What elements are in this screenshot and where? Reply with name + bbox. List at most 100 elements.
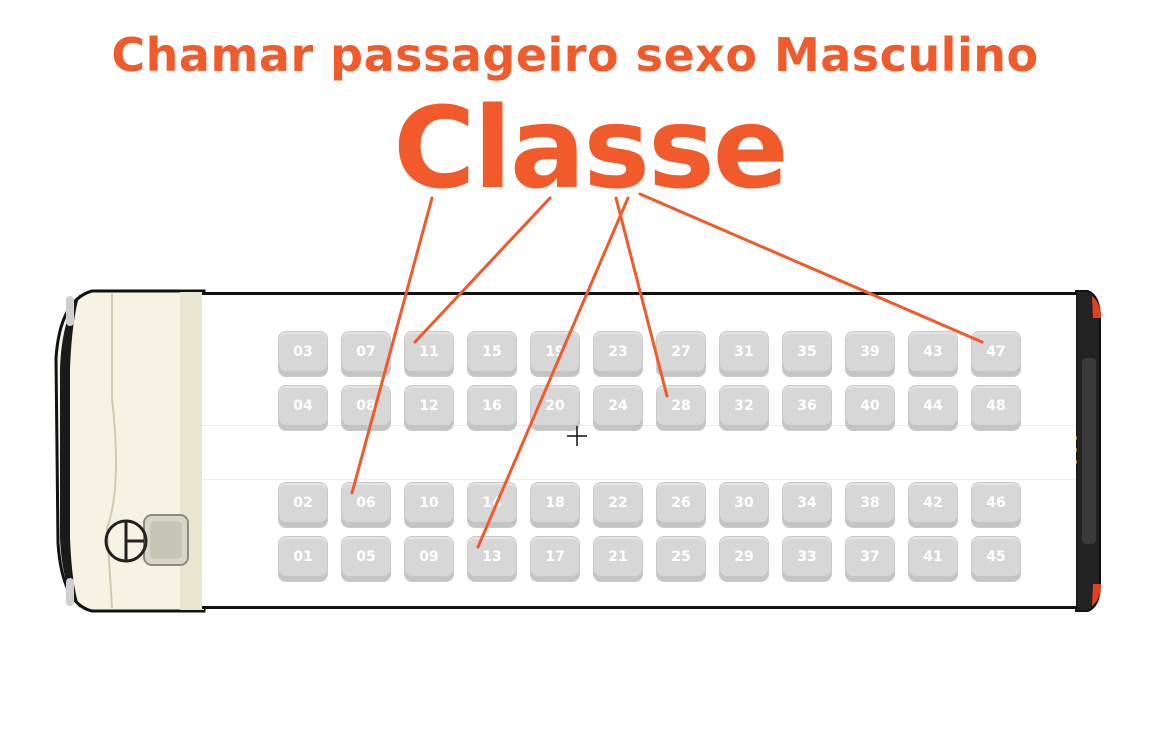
- seat-03[interactable]: 03: [278, 331, 328, 377]
- seat-number: 43: [923, 344, 943, 360]
- seat-44[interactable]: 44: [908, 385, 958, 431]
- seat-number: 47: [986, 344, 1006, 360]
- seat-11[interactable]: 11: [404, 331, 454, 377]
- bus-body: [54, 289, 1101, 613]
- seat-number: 18: [545, 495, 565, 511]
- seat-number: 27: [671, 344, 691, 360]
- steering-wheel-icon: [104, 514, 189, 566]
- seat-37[interactable]: 37: [845, 536, 895, 582]
- seat-13[interactable]: 13: [467, 536, 517, 582]
- seat-23[interactable]: 23: [593, 331, 643, 377]
- seat-25[interactable]: 25: [656, 536, 706, 582]
- seat-number: 31: [734, 344, 754, 360]
- seat-24[interactable]: 24: [593, 385, 643, 431]
- seat-33[interactable]: 33: [782, 536, 832, 582]
- seat-34[interactable]: 34: [782, 482, 832, 528]
- seat-number: 37: [860, 549, 880, 565]
- seat-45[interactable]: 45: [971, 536, 1021, 582]
- seat-28[interactable]: 28: [656, 385, 706, 431]
- seat-number: 22: [608, 495, 628, 511]
- seat-16[interactable]: 16: [467, 385, 517, 431]
- seat-number: 35: [797, 344, 817, 360]
- seat-number: 38: [860, 495, 880, 511]
- seat-30[interactable]: 30: [719, 482, 769, 528]
- seat-15[interactable]: 15: [467, 331, 517, 377]
- seat-26[interactable]: 26: [656, 482, 706, 528]
- seat-number: 33: [797, 549, 817, 565]
- seat-number: 39: [860, 344, 880, 360]
- seat-46[interactable]: 46: [971, 482, 1021, 528]
- page-title: Chamar passageiro sexo Masculino: [111, 28, 1039, 82]
- seat-number: 48: [986, 398, 1006, 414]
- class-heading: Classe: [393, 84, 788, 214]
- seat-32[interactable]: 32: [719, 385, 769, 431]
- seat-number: 04: [293, 398, 313, 414]
- seat-number: 10: [419, 495, 439, 511]
- seat-number: 19: [545, 344, 565, 360]
- seat-number: 34: [797, 495, 817, 511]
- seat-10[interactable]: 10: [404, 482, 454, 528]
- aisle-divider: [202, 479, 1076, 480]
- seat-number: 24: [608, 398, 628, 414]
- seat-47[interactable]: 47: [971, 331, 1021, 377]
- seat-14[interactable]: 14: [467, 482, 517, 528]
- seat-31[interactable]: 31: [719, 331, 769, 377]
- seat-number: 09: [419, 549, 439, 565]
- seat-number: 06: [356, 495, 376, 511]
- seat-number: 32: [734, 398, 754, 414]
- seat-number: 44: [923, 398, 943, 414]
- seat-42[interactable]: 42: [908, 482, 958, 528]
- seat-number: 07: [356, 344, 376, 360]
- seat-05[interactable]: 05: [341, 536, 391, 582]
- seat-number: 40: [860, 398, 880, 414]
- seat-21[interactable]: 21: [593, 536, 643, 582]
- seat-01[interactable]: 01: [278, 536, 328, 582]
- seat-40[interactable]: 40: [845, 385, 895, 431]
- seat-18[interactable]: 18: [530, 482, 580, 528]
- seat-07[interactable]: 07: [341, 331, 391, 377]
- seat-number: 42: [923, 495, 943, 511]
- seat-number: 36: [797, 398, 817, 414]
- seat-19[interactable]: 19: [530, 331, 580, 377]
- seat-04[interactable]: 04: [278, 385, 328, 431]
- crosshair-cursor-icon: [567, 426, 587, 446]
- seat-number: 03: [293, 344, 313, 360]
- seat-48[interactable]: 48: [971, 385, 1021, 431]
- seat-06[interactable]: 06: [341, 482, 391, 528]
- seat-number: 17: [545, 549, 565, 565]
- seat-08[interactable]: 08: [341, 385, 391, 431]
- seat-27[interactable]: 27: [656, 331, 706, 377]
- seat-09[interactable]: 09: [404, 536, 454, 582]
- seat-number: 23: [608, 344, 628, 360]
- seat-number: 12: [419, 398, 439, 414]
- seat-02[interactable]: 02: [278, 482, 328, 528]
- seat-number: 14: [482, 495, 502, 511]
- seat-36[interactable]: 36: [782, 385, 832, 431]
- seat-38[interactable]: 38: [845, 482, 895, 528]
- seat-number: 02: [293, 495, 313, 511]
- seat-number: 25: [671, 549, 691, 565]
- seat-number: 11: [419, 344, 439, 360]
- seat-22[interactable]: 22: [593, 482, 643, 528]
- seat-number: 45: [986, 549, 1006, 565]
- seat-number: 08: [356, 398, 376, 414]
- seat-41[interactable]: 41: [908, 536, 958, 582]
- seat-17[interactable]: 17: [530, 536, 580, 582]
- seat-29[interactable]: 29: [719, 536, 769, 582]
- seat-39[interactable]: 39: [845, 331, 895, 377]
- seat-20[interactable]: 20: [530, 385, 580, 431]
- seat-number: 46: [986, 495, 1006, 511]
- seat-number: 26: [671, 495, 691, 511]
- seat-number: 29: [734, 549, 754, 565]
- seat-43[interactable]: 43: [908, 331, 958, 377]
- bus-seat-map: 03 07 11 15 19 23 27 31 35 39 43 47 04 08 12 16 20 24 28 32…: [52, 288, 1102, 614]
- seat-number: 28: [671, 398, 691, 414]
- seat-number: 16: [482, 398, 502, 414]
- seat-number: 13: [482, 549, 502, 565]
- seat-number: 21: [608, 549, 628, 565]
- seat-12[interactable]: 12: [404, 385, 454, 431]
- seat-number: 30: [734, 495, 754, 511]
- seat-35[interactable]: 35: [782, 331, 832, 377]
- passenger-deck: 03 07 11 15 19 23 27 31 35 39 43 47 04 08 12 16 20 24 28 32…: [202, 292, 1076, 609]
- seat-number: 20: [545, 398, 565, 414]
